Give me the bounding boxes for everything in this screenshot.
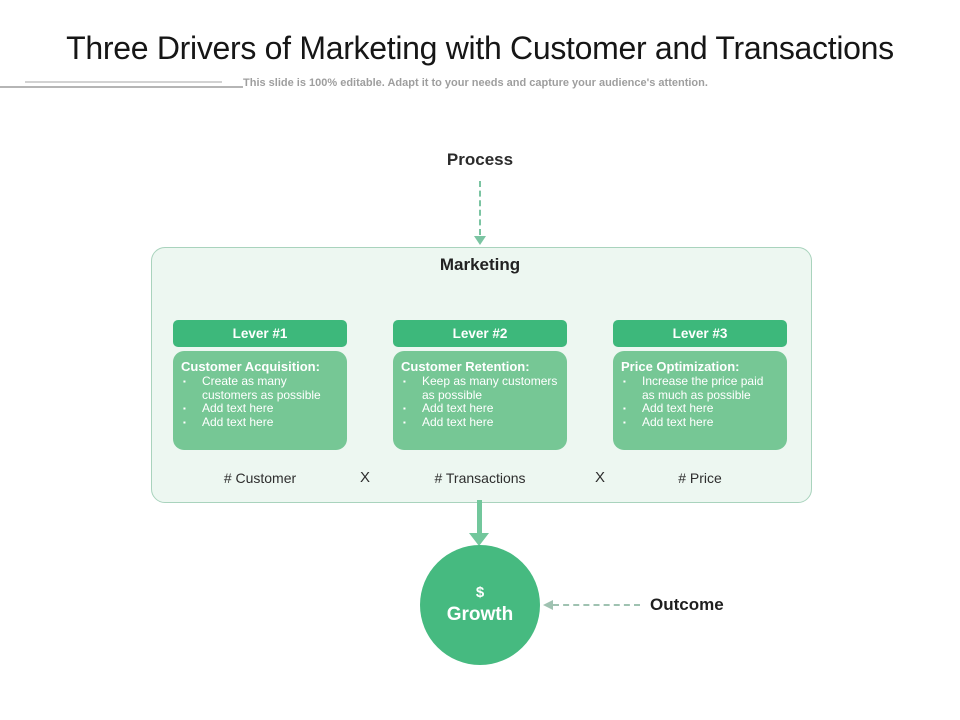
formula-multiply-2: X — [594, 469, 605, 486]
list-item: ▪ Add text here — [621, 401, 778, 416]
growth-circle: $ Growth — [420, 545, 540, 665]
lever-2-header: Lever #2 — [393, 320, 567, 347]
bullet-icon: ▪ — [183, 404, 186, 413]
list-item: ▪ Add text here — [181, 401, 338, 416]
bullet-text: Add text here — [422, 401, 494, 415]
formula-customer: # Customer — [223, 470, 297, 486]
outcome-arrow-line — [553, 604, 640, 606]
marketing-title: Marketing — [439, 255, 521, 274]
title-underline-bottom — [0, 86, 243, 88]
list-item: ▪ Add text here — [401, 414, 558, 430]
list-item: ▪ Add text here — [401, 401, 558, 416]
title-underline-top — [25, 81, 222, 83]
lever-1-body: Customer Acquisition: ▪ Create as many c… — [173, 351, 347, 450]
lever-3-body: Price Optimization: ▪ Increase the price… — [613, 351, 787, 450]
lever-2-body: Customer Retention: ▪ Keep as many custo… — [393, 351, 567, 450]
process-label: Process — [446, 150, 514, 169]
bullet-text: Create as many customers as possible — [202, 374, 321, 402]
growth-arrow-line — [477, 500, 482, 533]
list-item: ▪ Keep as many customers as possible — [401, 374, 558, 402]
lever-card-3: Lever #3 Price Optimization: ▪ Increase … — [613, 320, 787, 450]
formula-multiply-1: X — [359, 469, 370, 486]
bullet-icon: ▪ — [403, 404, 406, 413]
dollar-icon: $ — [475, 584, 485, 601]
outcome-label: Outcome — [650, 595, 724, 614]
slide-title: Three Drivers of Marketing with Customer… — [66, 30, 894, 66]
lever-3-heading: Price Optimization: — [621, 359, 740, 374]
lever-card-2: Lever #2 Customer Retention: ▪ Keep as m… — [393, 320, 567, 450]
bullet-icon: ▪ — [183, 417, 186, 427]
process-arrow-line — [479, 181, 481, 235]
bullet-icon: ▪ — [623, 417, 626, 427]
growth-arrow-down-icon — [469, 533, 489, 546]
bullet-text: Add text here — [202, 401, 274, 415]
bullet-text: Keep as many customers as possible — [422, 374, 558, 402]
bullet-icon: ▪ — [623, 404, 626, 413]
outcome-arrow-left-icon — [543, 600, 553, 610]
bullet-text: Add text here — [642, 414, 714, 429]
bullet-icon: ▪ — [403, 417, 406, 427]
bullet-text: Add text here — [202, 414, 274, 429]
lever-1-heading: Customer Acquisition: — [181, 359, 320, 374]
slide-subtitle: This slide is 100% editable. Adapt it to… — [243, 77, 708, 89]
formula-transactions: # Transactions — [434, 470, 526, 486]
bullet-icon: ▪ — [183, 377, 186, 386]
bullet-text: Add text here — [642, 401, 714, 415]
bullet-icon: ▪ — [403, 377, 406, 386]
lever-2-heading: Customer Retention: — [401, 359, 530, 374]
formula-price: # Price — [678, 470, 722, 486]
lever-3-header: Lever #3 — [613, 320, 787, 347]
bullet-text: Increase the price paid as much as possi… — [642, 374, 764, 402]
lever-card-1: Lever #1 Customer Acquisition: ▪ Create … — [173, 320, 347, 450]
list-item: ▪ Create as many customers as possible — [181, 374, 338, 402]
list-item: ▪ Increase the price paid as much as pos… — [621, 374, 778, 402]
list-item: ▪ Add text here — [621, 414, 778, 430]
lever-1-header: Lever #1 — [173, 320, 347, 347]
bullet-icon: ▪ — [623, 377, 626, 386]
process-arrow-down-icon — [474, 236, 486, 245]
list-item: ▪ Add text here — [181, 414, 338, 430]
growth-label: Growth — [446, 604, 514, 625]
bullet-text: Add text here — [422, 414, 494, 429]
